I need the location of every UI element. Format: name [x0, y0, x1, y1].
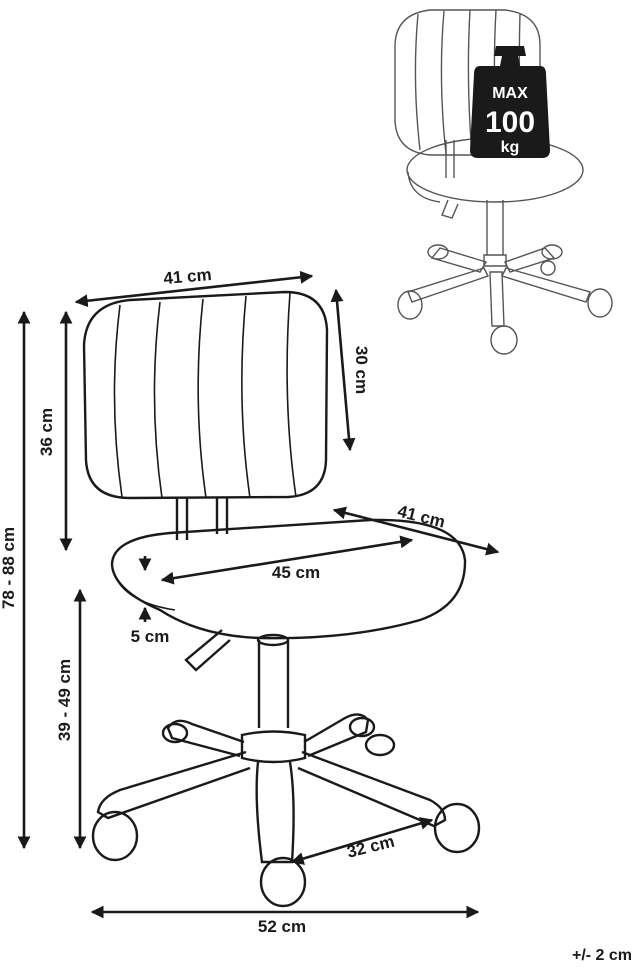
label-seat-thickness: 5 cm	[131, 627, 170, 646]
label-backrest-height: 36 cm	[37, 408, 56, 456]
main-chair-illustration	[82, 290, 481, 908]
weight-icon: MAX 100 kg	[470, 46, 550, 158]
label-backrest-height-diag: 30 cm	[352, 346, 371, 394]
label-seat-width: 45 cm	[272, 563, 320, 582]
weight-badge-unit: kg	[501, 139, 520, 156]
label-base-radius: 32 cm	[345, 832, 396, 862]
weight-badge-value: 100	[485, 106, 535, 139]
label-base-width: 52 cm	[258, 917, 306, 936]
weight-badge-max: MAX	[492, 85, 528, 102]
tolerance-note: +/- 2 cm	[572, 947, 632, 964]
dimension-lines	[17, 270, 500, 919]
label-seat-height: 39 - 49 cm	[55, 659, 74, 741]
label-backrest-width: 41 cm	[163, 265, 213, 288]
label-total-height: 78 - 88 cm	[0, 527, 18, 609]
